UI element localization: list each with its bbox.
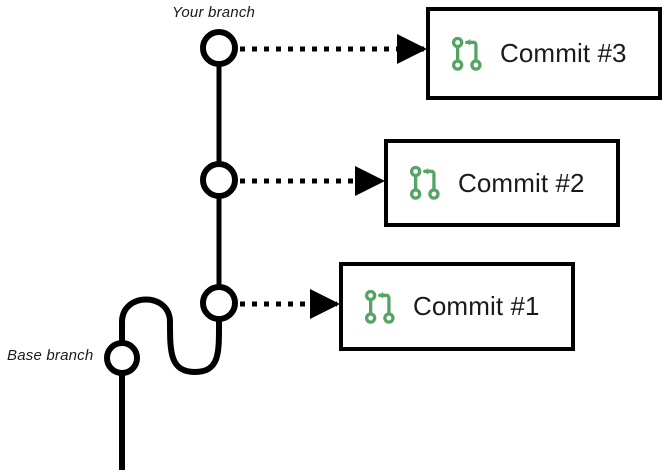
- your-branch-label: Your branch: [172, 4, 256, 21]
- commit-node-3[interactable]: [200, 29, 238, 67]
- commit-card-3-label: Commit #3: [500, 38, 627, 68]
- commit-node-1[interactable]: [200, 284, 238, 322]
- git-pull-request-icon: [364, 289, 395, 324]
- branch-merge-curve: [119, 296, 223, 376]
- git-pull-request-icon: [409, 165, 440, 200]
- commit-card-1[interactable]: Commit #1: [339, 262, 575, 351]
- commit-card-1-label: Commit #1: [413, 291, 540, 321]
- commit-card-2[interactable]: Commit #2: [384, 139, 620, 227]
- git-pull-request-icon: [451, 36, 482, 71]
- base-branch-node[interactable]: [104, 340, 140, 376]
- commit-card-2-label: Commit #2: [458, 167, 585, 198]
- commit-card-3[interactable]: Commit #3: [426, 7, 662, 100]
- base-branch-label: Base branch: [7, 347, 94, 364]
- commit-node-2[interactable]: [200, 161, 238, 199]
